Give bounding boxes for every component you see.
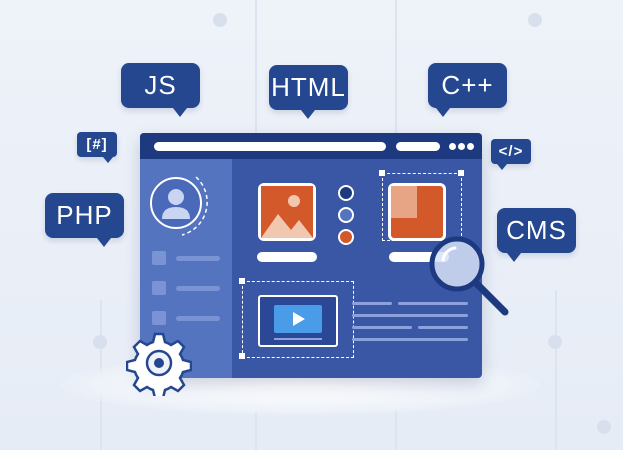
avatar-dashed-arc	[181, 176, 208, 236]
selection-box	[382, 173, 462, 241]
bubble-tail	[436, 108, 450, 117]
bubble-hash: [#]	[77, 132, 117, 163]
text-line	[418, 326, 468, 329]
bubble-tail	[173, 108, 187, 117]
list-checkbox	[152, 311, 166, 325]
caption-pill	[389, 252, 449, 262]
avatar	[150, 177, 202, 229]
selection-handle	[239, 278, 245, 284]
selection-handle	[239, 353, 245, 359]
bubble-code: </>	[491, 139, 531, 170]
bubble-hash-label: [#]	[86, 136, 108, 153]
selection-handle	[379, 170, 385, 176]
selection-handle	[458, 170, 464, 176]
bubble-php-label: PHP	[56, 200, 113, 230]
bubble-cpp: C++	[428, 63, 507, 117]
video-progress	[274, 338, 322, 340]
image-icon	[261, 186, 313, 238]
text-line	[352, 338, 468, 341]
bg-dot	[548, 335, 562, 349]
user-icon	[162, 189, 190, 219]
video-frame	[258, 295, 338, 347]
bubble-cpp-label: C++	[441, 70, 494, 100]
image-card	[388, 183, 446, 241]
text-line	[398, 302, 468, 305]
bubble-cms: CMS	[497, 208, 576, 262]
radio-option	[338, 207, 354, 223]
bubble-tail	[497, 164, 507, 170]
radio-option	[338, 229, 354, 245]
magnifier-icon	[429, 236, 509, 316]
bubble-php: PHP	[45, 193, 124, 247]
video-play-icon	[293, 312, 305, 326]
address-bar	[154, 142, 386, 151]
menu-dot	[467, 143, 474, 150]
image-highlight	[391, 186, 417, 218]
list-checkbox	[152, 281, 166, 295]
bg-dot	[213, 13, 227, 27]
gear-icon	[126, 332, 192, 396]
bubble-tail	[507, 253, 521, 262]
bubble-html: HTML	[269, 65, 348, 119]
bubble-html-label: HTML	[271, 72, 346, 102]
bubble-tail	[97, 238, 111, 247]
bubble-js: JS	[121, 63, 200, 117]
bubble-js-label: JS	[144, 70, 177, 100]
bg-dot	[597, 420, 611, 434]
menu-dot	[449, 143, 456, 150]
bubble-tail	[103, 157, 113, 163]
menu-dot	[458, 143, 465, 150]
text-line	[352, 314, 468, 317]
bg-dot	[528, 13, 542, 27]
bg-line	[555, 290, 557, 450]
browser-window	[140, 133, 482, 378]
radio-option	[338, 185, 354, 201]
caption-pill	[257, 252, 317, 262]
list-line	[176, 256, 220, 261]
topbar-button	[396, 142, 440, 151]
bubble-cms-label: CMS	[506, 215, 567, 245]
text-line	[352, 302, 392, 305]
text-line	[352, 326, 412, 329]
video-screen	[274, 305, 322, 333]
browser-topbar	[140, 133, 482, 159]
list-line	[176, 286, 220, 291]
list-checkbox	[152, 251, 166, 265]
bg-dot	[93, 335, 107, 349]
video-selection-box	[242, 281, 354, 358]
bubble-tail	[301, 110, 315, 119]
image-card	[258, 183, 316, 241]
list-line	[176, 316, 220, 321]
bubble-code-label: </>	[498, 143, 524, 160]
